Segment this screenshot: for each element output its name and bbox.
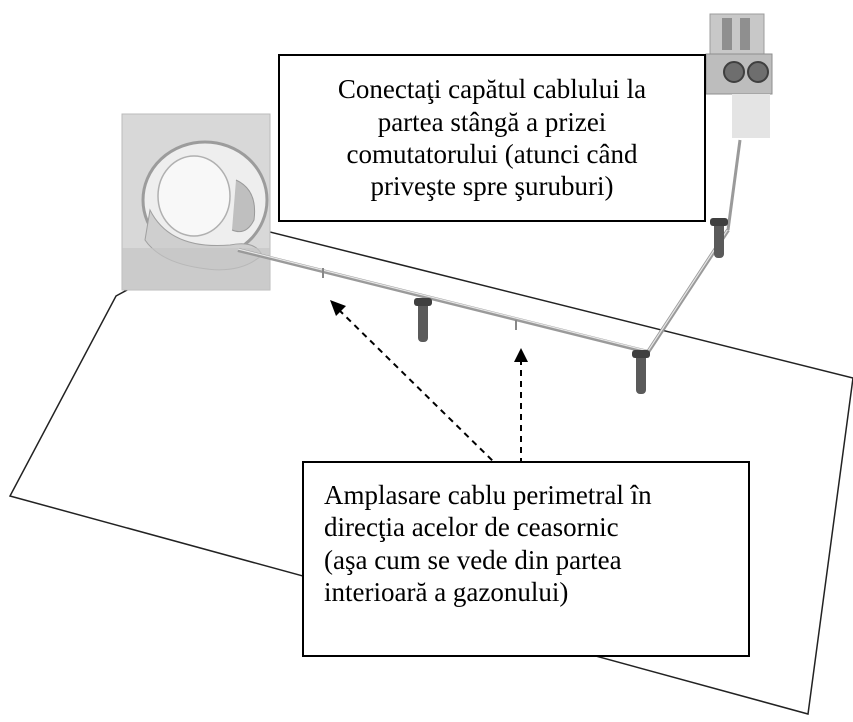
cable-lead [726,139,742,231]
callout-line: partea stângă a prizei [377,106,607,137]
hand-photo [121,113,271,291]
callout-line: direcţia acelor de ceasornic [324,512,619,543]
dashed-arrow-center [514,348,528,464]
peg-icon [710,218,728,258]
switch-socket-icon [705,13,773,138]
callout-connect-cable: Conectaţi capătul cablului la partea stâ… [278,54,706,222]
callout-line: interioară a gazonului) [324,577,569,608]
peg-icon [414,298,432,342]
callout-line: Amplasare cablu perimetral în [324,480,652,510]
callout-line: priveşte spre şuruburi) [370,171,614,202]
callout-cable-direction: Amplasare cablu perimetral în direcţia a… [302,461,750,657]
callout-line: Conectaţi capătul cablului la [337,74,647,105]
dashed-arrow-left [330,300,501,469]
peg-icon [632,350,650,394]
callout-line: comutatorului (atunci când [346,139,638,169]
callout-line: (aşa cum se vede din partea [324,544,622,575]
